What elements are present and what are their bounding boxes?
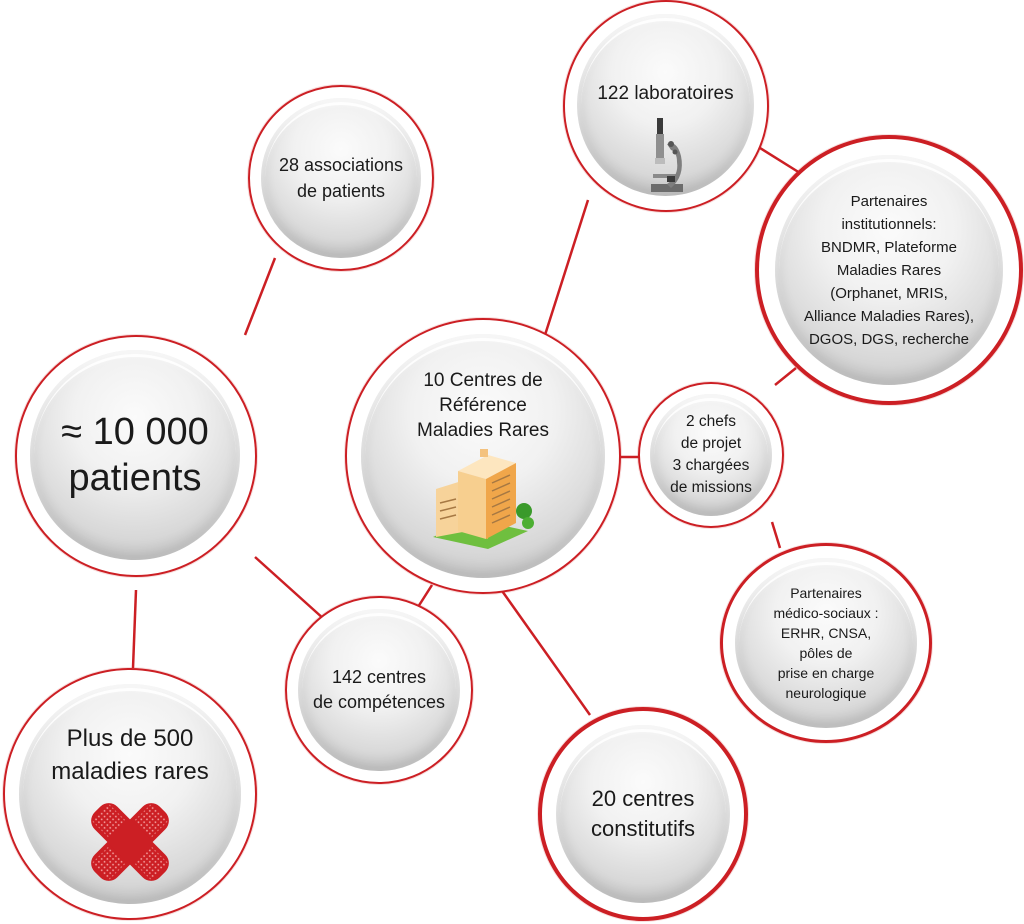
node-partenaires-medico-sociaux: Partenaires médico-sociaux : ERHR, CNSA,…: [720, 543, 932, 743]
link-chefs-institutionnels: [774, 367, 797, 386]
patients-label: ≈ 10 000 patients: [61, 411, 209, 499]
maladies-rares-label: Plus de 500 maladies rares: [51, 725, 209, 785]
node-patients: ≈ 10 000 patients: [15, 335, 257, 577]
link-reference-laboratoires: [543, 199, 590, 336]
link-chefs-medicosociaux: [770, 521, 782, 549]
node-maladies-rares: Plus de 500 maladies rares: [3, 668, 257, 920]
microscope-icon: [650, 118, 683, 192]
link-patients-competences: [254, 556, 326, 621]
node-chefs-projet: 2 chefs de projet 3 chargées de missions: [638, 382, 784, 528]
chefs-projet-label: 2 chefs de projet 3 chargées de missions: [670, 413, 752, 496]
link-reference-competences: [416, 584, 434, 608]
link-reference-constitutifs: [498, 587, 592, 716]
partenaires-medico-sociaux-label: Partenaires médico-sociaux : ERHR, CNSA,…: [773, 585, 879, 701]
centres-constitutifs-label: 20 centres constitutifs: [591, 786, 695, 841]
node-associations: 28 associations de patients: [248, 85, 434, 271]
node-laboratoires: 122 laboratoires: [563, 0, 769, 212]
link-patients-associations: [243, 257, 277, 336]
associations-label: 28 associations de patients: [278, 155, 404, 201]
laboratoires-label: 122 laboratoires: [597, 83, 734, 104]
node-centres-competences: 142 centres de compétences: [285, 596, 473, 784]
node-partenaires-institutionnels: Partenaires institutionnels: BNDMR, Plat…: [755, 135, 1023, 405]
partenaires-institutionnels-label: Partenaires institutionnels: BNDMR, Plat…: [803, 192, 975, 348]
bandage-cross-icon: [91, 803, 169, 881]
node-centres-reference: 10 Centres de Référence Maladies Rares: [345, 318, 621, 594]
node-centres-constitutifs: 20 centres constitutifs: [538, 707, 748, 921]
centres-competences-label: 142 centres de compétences: [312, 667, 446, 712]
link-patients-maladies: [131, 589, 138, 669]
centres-reference-label: 10 Centres de Référence Maladies Rares: [417, 370, 549, 441]
hospital-building-icon: [433, 449, 534, 549]
